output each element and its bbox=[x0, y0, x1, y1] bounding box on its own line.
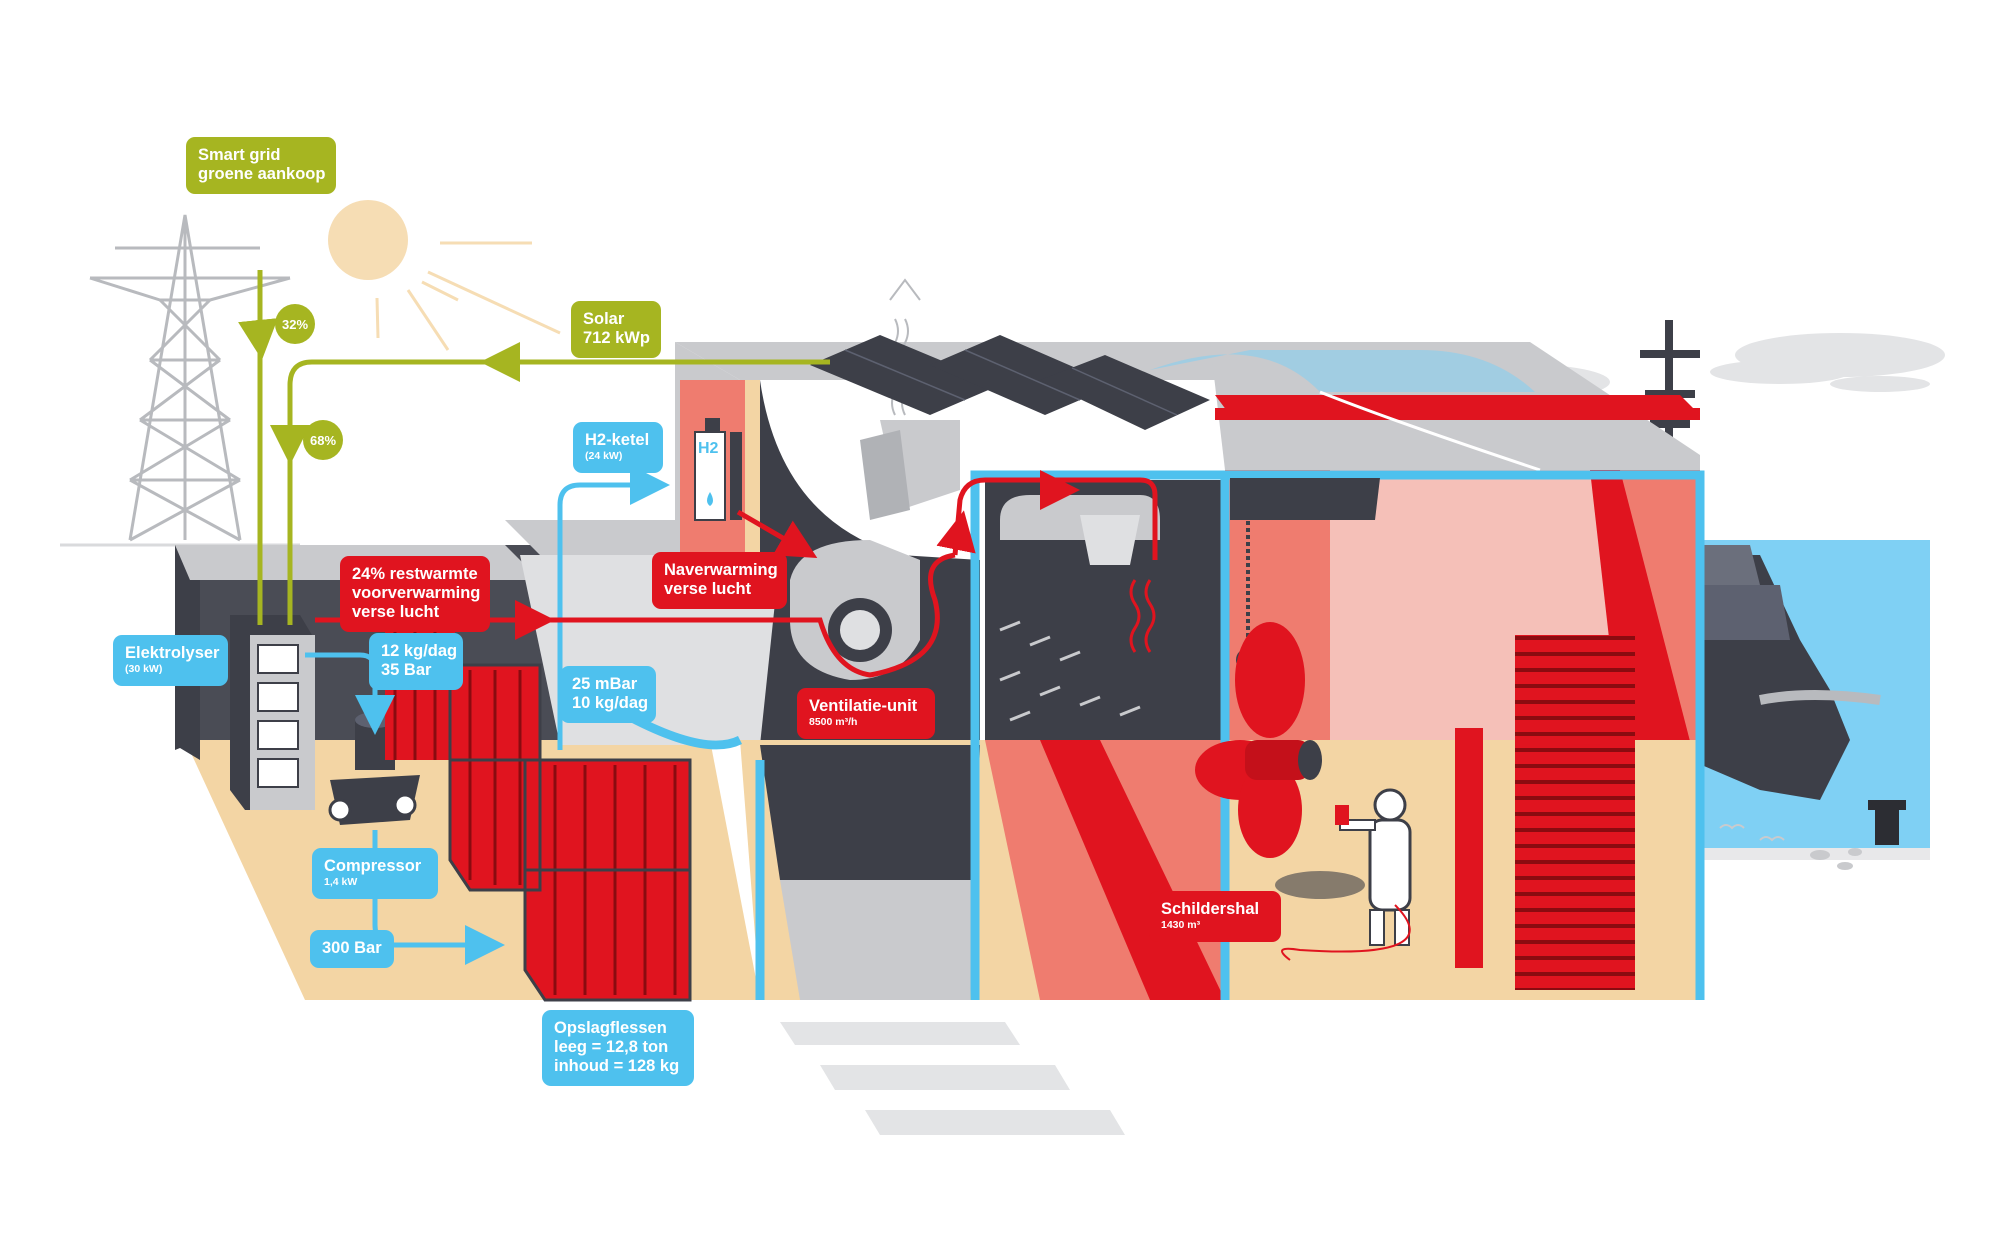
compressor-title: Compressor bbox=[324, 857, 422, 875]
compressor-sub: 1,4 kW bbox=[324, 876, 358, 888]
sun-icon bbox=[328, 200, 561, 351]
solar-label: Solar 712 kWp bbox=[571, 301, 661, 358]
schildershal-label: Schildershal 1430 m³ bbox=[1149, 891, 1281, 942]
smart-grid-line1: Smart grid bbox=[198, 146, 281, 164]
elektrolyser-sub: (30 kW) bbox=[125, 663, 163, 675]
schildershal-title: Schildershal bbox=[1161, 900, 1260, 918]
h2-ketel-title: H2-ketel bbox=[585, 431, 650, 449]
restwarmte-label: 24% restwarmte voorverwarming verse luch… bbox=[340, 556, 490, 632]
crosswalk bbox=[780, 1022, 1125, 1135]
opslagflessen-line1: Opslagflessen bbox=[554, 1019, 667, 1037]
bar-300-label: 300 Bar bbox=[310, 930, 394, 968]
kgdag-line2: 35 Bar bbox=[381, 661, 432, 679]
opslagflessen-line2: leeg = 12,8 ton bbox=[554, 1038, 669, 1056]
gas-cylinder-bundles bbox=[385, 625, 692, 1002]
opslagflessen-line3: inhoud = 128 kg bbox=[554, 1057, 680, 1075]
restwarmte-line3: verse lucht bbox=[352, 603, 440, 621]
kgdag-line1: 12 kg/dag bbox=[381, 642, 458, 660]
ship bbox=[1640, 320, 1906, 870]
naverwarming-label: Naverwarming verse lucht bbox=[652, 552, 787, 609]
solar-line1: Solar bbox=[583, 310, 625, 328]
compressor-label: Compressor 1,4 kW bbox=[312, 848, 438, 899]
solar-panels-icon bbox=[810, 335, 1210, 430]
naverwarming-line1: Naverwarming bbox=[664, 561, 778, 579]
electrolyser-rack-icon bbox=[230, 615, 315, 810]
h2-ketel-label: H2-ketel (24 kW) bbox=[573, 422, 663, 473]
ventilatie-title: Ventilatie-unit bbox=[809, 697, 918, 715]
restwarmte-line2: voorverwarming bbox=[352, 584, 481, 602]
pct-68-badge: 68% bbox=[303, 420, 343, 460]
schildershal-sub: 1430 m³ bbox=[1161, 919, 1201, 931]
mbar-line2: 10 kg/dag bbox=[572, 694, 649, 712]
elektrolyser-label: Elektrolyser (30 kW) bbox=[113, 635, 228, 686]
smart-grid-line2: groene aankoop bbox=[198, 165, 326, 183]
restwarmte-line1: 24% restwarmte bbox=[352, 565, 478, 583]
smart-grid-label: Smart grid groene aankoop bbox=[186, 137, 336, 194]
air-flow-lines bbox=[999, 620, 1141, 722]
mbar-label: 25 mBar 10 kg/dag bbox=[560, 666, 656, 723]
kgdag-35bar-label: 12 kg/dag 35 Bar bbox=[369, 633, 463, 690]
h2-boiler-icon bbox=[694, 418, 742, 521]
building bbox=[175, 278, 1705, 1002]
power-pylon-icon bbox=[60, 214, 300, 547]
naverwarming-line2: verse lucht bbox=[664, 580, 752, 598]
opslagflessen-label: Opslagflessen leeg = 12,8 ton inhoud = 1… bbox=[542, 1010, 694, 1086]
mbar-line1: 25 mBar bbox=[572, 675, 638, 693]
h2-boiler-text: H2 bbox=[698, 440, 719, 457]
painter-icon bbox=[1281, 788, 1412, 961]
ventilatie-sub: 8500 m³/h bbox=[809, 716, 858, 728]
propeller-icon bbox=[1195, 622, 1322, 858]
solar-line2: 712 kWp bbox=[583, 329, 650, 347]
h2-ketel-sub: (24 kW) bbox=[585, 450, 623, 462]
pct-32-badge: 32% bbox=[275, 304, 315, 344]
flow-green-grid bbox=[238, 270, 830, 625]
ventilatie-unit-label: Ventilatie-unit 8500 m³/h bbox=[797, 688, 935, 739]
elektrolyser-title: Elektrolyser bbox=[125, 644, 220, 662]
fan-unit-icon bbox=[790, 420, 960, 680]
